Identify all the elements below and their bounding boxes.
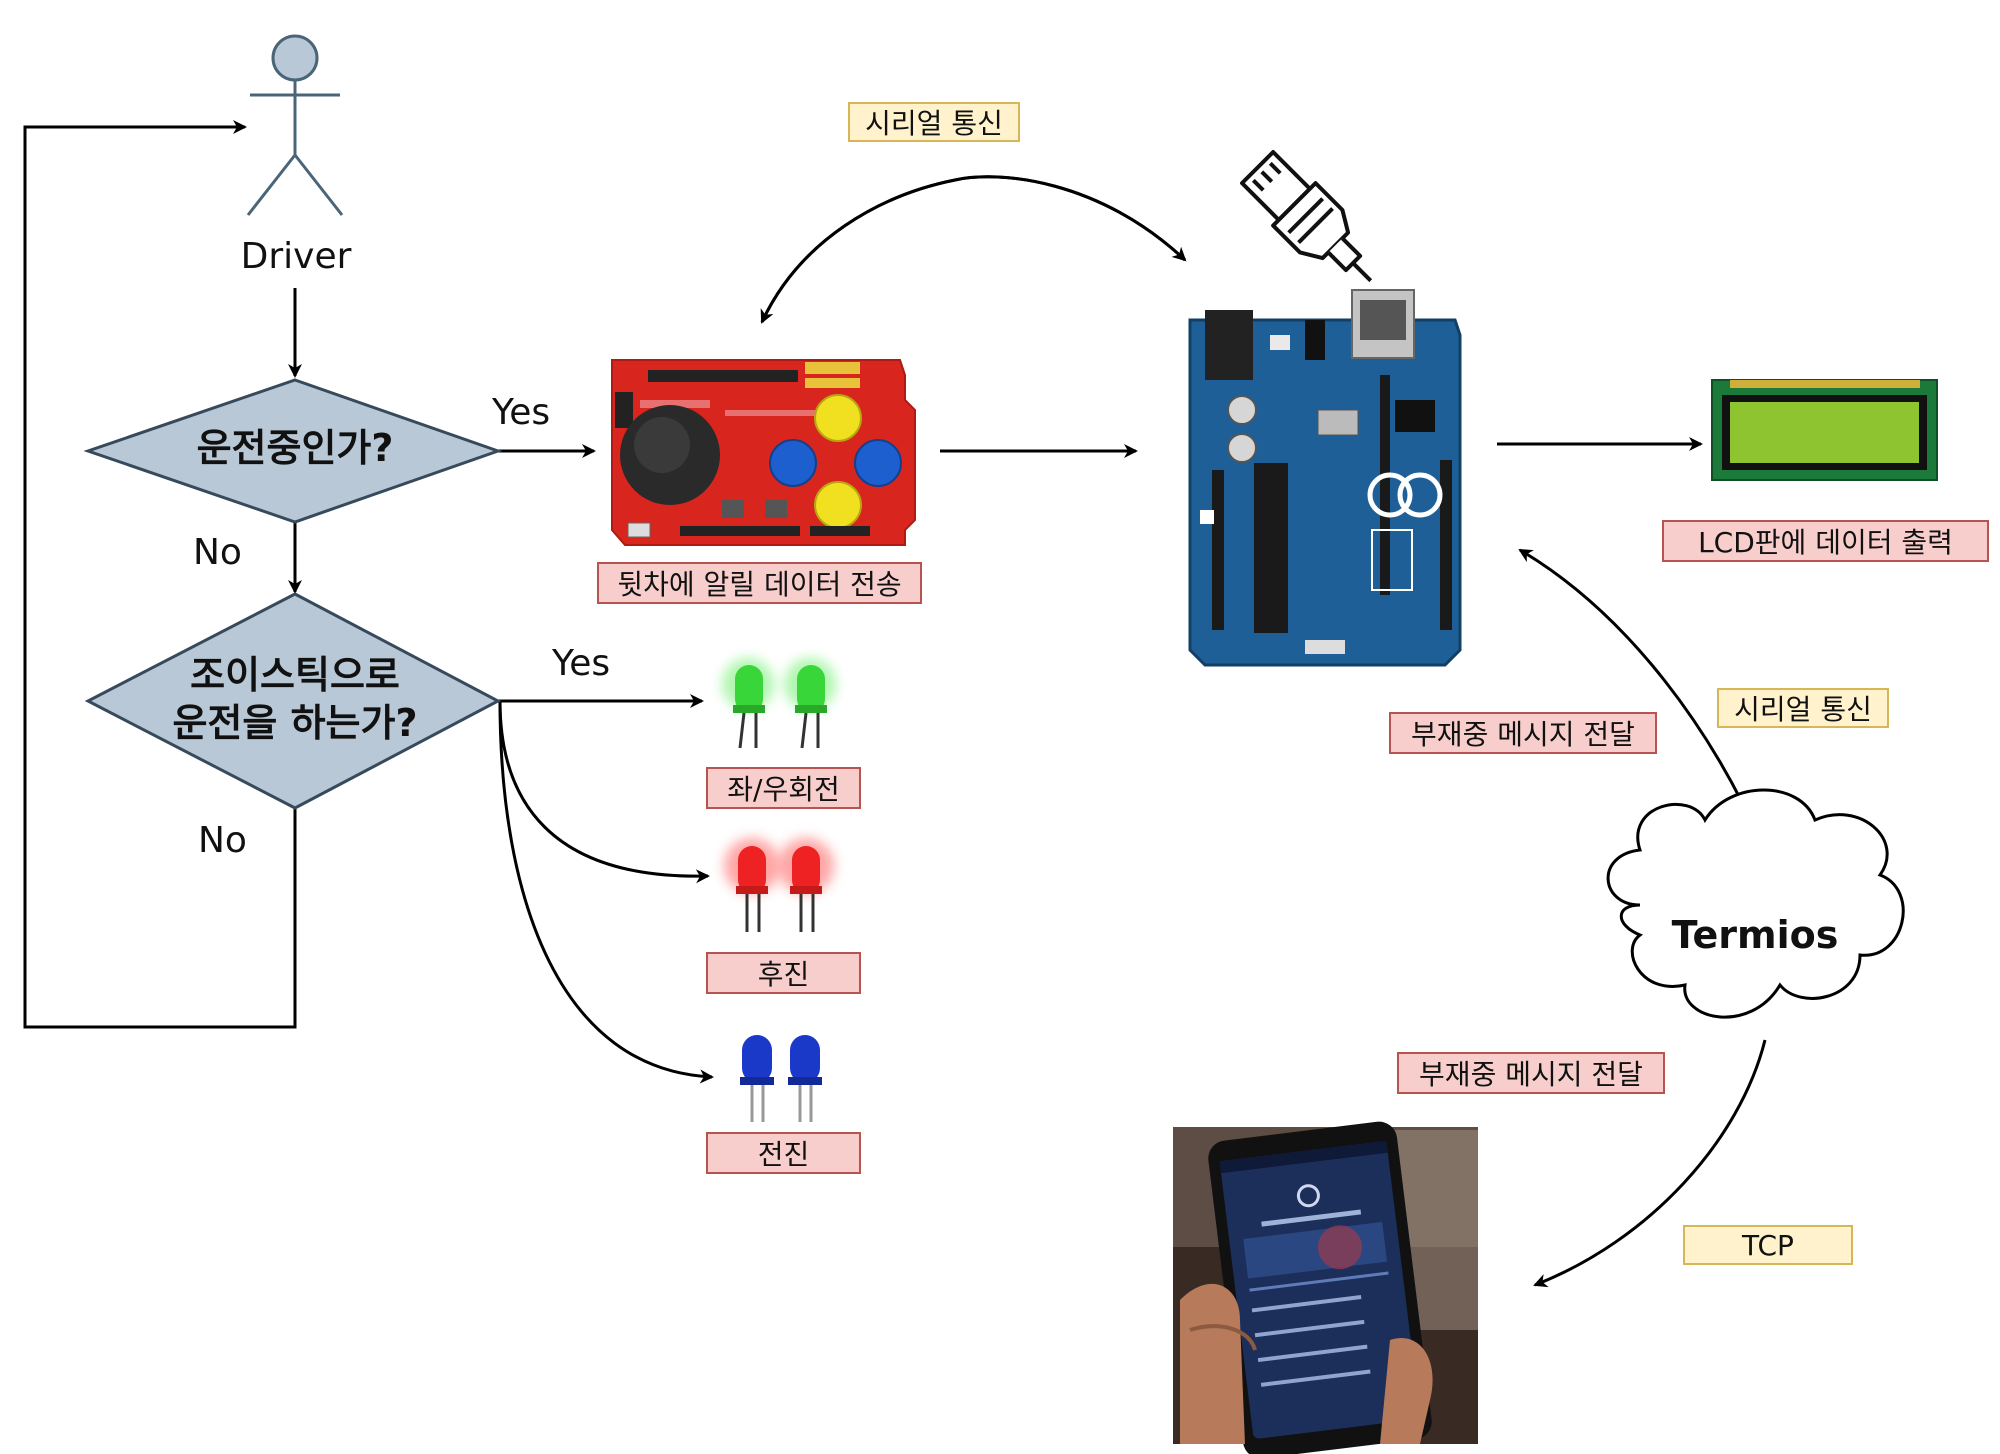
decision-driving (83, 378, 503, 524)
reverse-label: 후진 (706, 952, 861, 994)
led-green-pair (722, 658, 836, 749)
decision-joystick-text-line1: 조이스틱으로 (190, 653, 400, 697)
serial-comm-label-right: 시리얼 통신 (1717, 688, 1889, 728)
decision-joystick (84, 592, 502, 810)
absence-message-label-2: 부재중 메시지 전달 (1397, 1052, 1665, 1094)
driver-label: Driver (241, 236, 352, 277)
serial-comm-label-top: 시리얼 통신 (848, 102, 1020, 142)
termios-label: Termios (1672, 913, 1839, 957)
usb-cable-icon (1240, 150, 1373, 283)
person-icon (271, 34, 319, 82)
lcd-display-image (1711, 379, 1938, 481)
led-red-pair (724, 838, 834, 932)
decision-joystick-text-line2: 운전을 하는가? (172, 701, 418, 745)
arduino-uno-image (1188, 289, 1462, 667)
no-label-joystick: No (198, 820, 247, 861)
lcd-output-label: LCD판에 데이터 출력 (1662, 520, 1989, 562)
joystick-shield-image (611, 359, 916, 546)
smartphone-photo (1173, 1121, 1478, 1454)
tcp-label: TCP (1683, 1225, 1853, 1265)
send-data-label: 뒷차에 알릴 데이터 전송 (597, 562, 922, 604)
absence-message-label-1: 부재중 메시지 전달 (1389, 712, 1657, 754)
decision-driving-text: 운전중인가? (196, 426, 394, 470)
yes-label-driving: Yes (492, 392, 551, 433)
forward-label: 전진 (706, 1132, 861, 1174)
led-blue-pair (740, 1035, 822, 1122)
flow-connectors (23, 120, 1767, 1288)
cloud-icon (1606, 788, 1905, 1019)
yes-label-joystick: Yes (552, 643, 611, 684)
driver-actor (246, 34, 344, 216)
no-label-driving: No (193, 532, 242, 573)
turn-label: 좌/우회전 (706, 767, 861, 809)
